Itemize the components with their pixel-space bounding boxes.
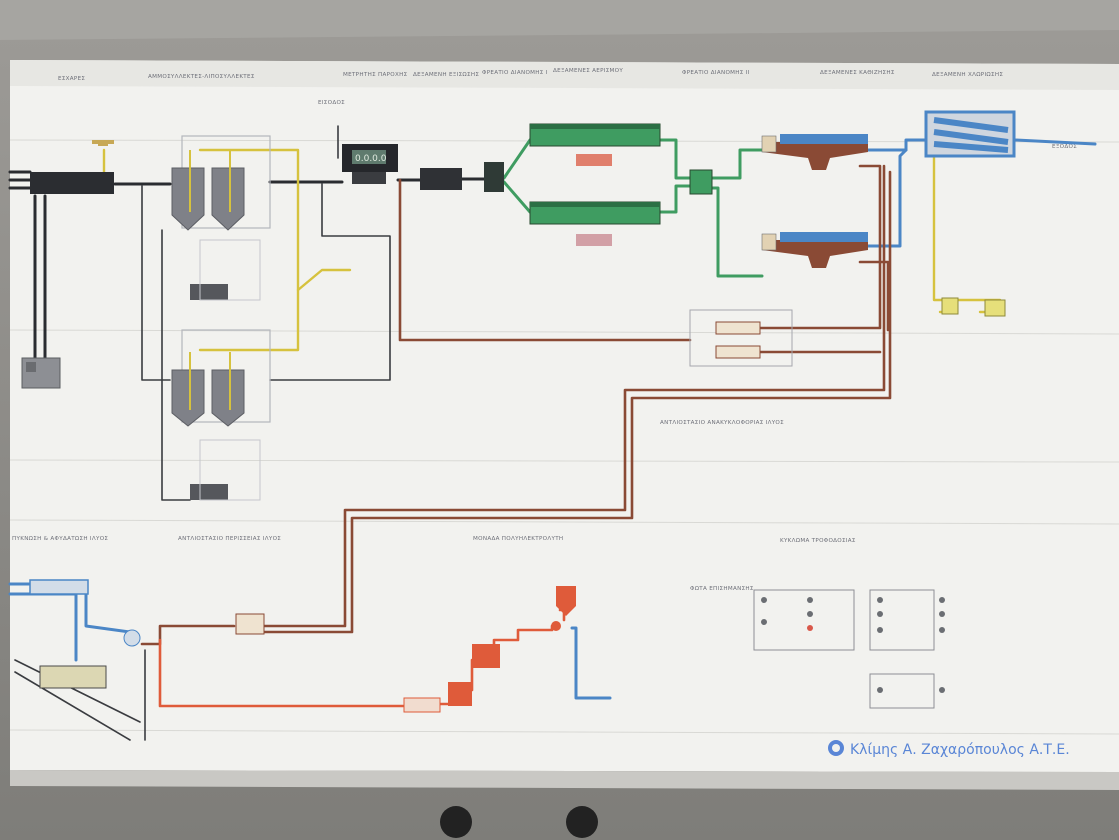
pipe-return-sludge xyxy=(140,164,892,646)
label-screening: ΕΣΧΑΡΕΣ xyxy=(58,76,85,82)
belt-press xyxy=(29,579,141,689)
pipe-raw-sewage xyxy=(8,170,486,367)
recirculation-pump-2[interactable] xyxy=(715,345,761,359)
grit-classifier-2 xyxy=(190,484,228,500)
label-sludge-thickening: ΠΥΚΝΩΣΗ & ΑΦΥΔΑΤΩΣΗ ΙΛΥΟΣ xyxy=(12,536,108,542)
label-distribution-chamber-1: ΦΡΕΑΤΙΟ ΔΙΑΝΟΜΗΣ Ι xyxy=(482,70,548,76)
aeration-tank-1 xyxy=(529,123,661,147)
chlorine-container xyxy=(984,299,1006,317)
recirculation-pump-1[interactable] xyxy=(715,321,761,335)
grit-classifier-1 xyxy=(190,284,228,300)
label-chlorination-tank: ΔΕΞΑΜΕΝΗ ΧΛΩΡΙΩΣΗΣ xyxy=(932,72,1003,78)
label-sludge-recirculation: ΑΝΤΛΙΟΣΤΑΣΙΟ ΑΝΑΚΥΚΛΟΦΟΡΙΑΣ ΙΛΥΟΣ xyxy=(660,420,784,426)
label-aeration-tanks: ΔΕΞΑΜΕΝΕΣ ΑΕΡΙΣΜΟΥ xyxy=(553,68,623,74)
distribution-chamber-2 xyxy=(689,169,713,195)
label-inlet: ΕΙΣΟΔΟΣ xyxy=(318,100,345,106)
pipe-mixed-liquor xyxy=(502,138,764,278)
company-logo: Κλίμης Α. Ζαχαρόπουλος Α.Τ.Ε. xyxy=(828,740,1070,758)
company-name: Κλίμης Α. Ζαχαρόπουλος Α.Τ.Ε. xyxy=(850,742,1070,758)
selector-knob-left[interactable] xyxy=(440,806,472,838)
chlorination-tank xyxy=(924,110,1016,158)
blower-1 xyxy=(576,154,612,166)
alarm-light xyxy=(807,625,813,631)
flow-meter: 0.0.0.0 xyxy=(342,144,398,184)
label-equalization-tank: ΔΕΞΑΜΕΝΗ ΕΞΙΣΩΣΗΣ xyxy=(413,72,479,78)
label-power-supply: ΚΥΚΛΩΜΑ ΤΡΟΦΟΔΟΣΙΑΣ xyxy=(780,538,856,544)
grit-grease-tank-2 xyxy=(171,329,271,427)
excess-sludge-pump[interactable] xyxy=(235,613,265,635)
chlorine-dosing-pump xyxy=(941,297,959,315)
distribution-chamber-1 xyxy=(484,162,504,192)
indicator-panel xyxy=(753,589,945,709)
blower-2 xyxy=(576,234,612,246)
settling-tank-2 xyxy=(761,232,868,268)
selector-knob-right[interactable] xyxy=(566,806,598,838)
label-polymer-unit: ΜΟΝΑΔΑ ΠΟΛΥΗΛΕΚΤΡΟΛΥΤΗ xyxy=(473,536,563,542)
label-distribution-chamber-2: ΦΡΕΑΤΙΟ ΔΙΑΝΟΜΗΣ ΙΙ xyxy=(682,70,750,76)
label-grit-removal: ΑΜΜΟΣΥΛΛΕΚΤΕΣ-ΛΙΠΟΣΥΛΛΕΚΤΕΣ xyxy=(148,74,255,80)
equalization-tank xyxy=(420,168,462,190)
label-lights: ΦΩΤΑ ΕΠΙΣΗΜΑΝΣΗΣ xyxy=(690,586,754,592)
label-settling-tanks: ΔΕΞΑΜΕΝΕΣ ΚΑΘΙΖΗΣΗΣ xyxy=(820,70,895,76)
polymer-tank-1 xyxy=(448,682,472,706)
aeration-tank-2 xyxy=(529,201,661,225)
label-sludge-pumping: ΑΝΤΛΙΟΣΤΑΣΙΟ ΠΕΡΙΣΣΕΙΑΣ ΙΛΥΟΣ xyxy=(178,536,281,542)
flow-meter-display: 0.0.0.0 xyxy=(355,154,387,164)
grit-grease-tank-1 xyxy=(171,135,271,231)
label-flow-meter: ΜΕΤΡΗΤΗΣ ΠΑΡΟΧΗΣ xyxy=(343,72,408,78)
polymer-hopper xyxy=(556,586,576,616)
screen-chamber xyxy=(30,172,114,194)
recirculation-pump-station xyxy=(689,309,793,367)
settling-tank-1 xyxy=(761,134,868,170)
polymer-dosing-pump[interactable] xyxy=(403,697,441,713)
label-outlet: ΕΞΟΔΟΣ xyxy=(1052,144,1077,150)
polymer-tank-2 xyxy=(472,644,500,668)
